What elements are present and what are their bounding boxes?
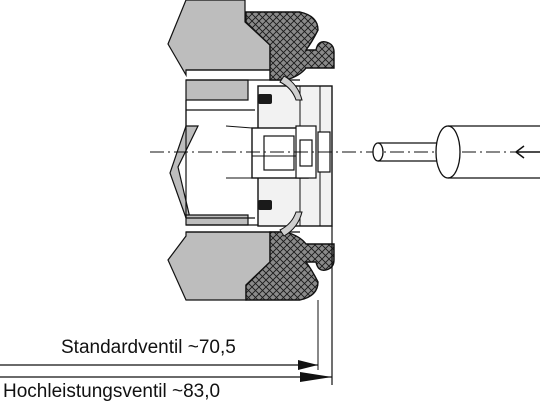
arrow-left-icon	[514, 145, 540, 159]
o-ring-lower	[258, 200, 272, 210]
housing-mid	[169, 125, 199, 219]
high-performance-arrowhead	[300, 372, 332, 382]
housing-mid-lower	[185, 214, 249, 226]
standard-valve-dimension-label: Standardventil ~70,5	[61, 337, 236, 358]
housing-upper	[167, 0, 271, 78]
standard-arrowhead	[298, 360, 318, 370]
valve-body	[225, 75, 333, 237]
insertion-pin	[372, 125, 540, 179]
high-performance-valve-dimension-label: Hochleistungsventil ~83,0	[3, 381, 221, 402]
o-ring-upper	[258, 94, 272, 104]
sealing-ring-lower	[245, 231, 335, 301]
sealing-ring-upper	[245, 11, 335, 81]
housing-mid-upper	[185, 79, 249, 110]
dimension-lines	[0, 226, 333, 385]
